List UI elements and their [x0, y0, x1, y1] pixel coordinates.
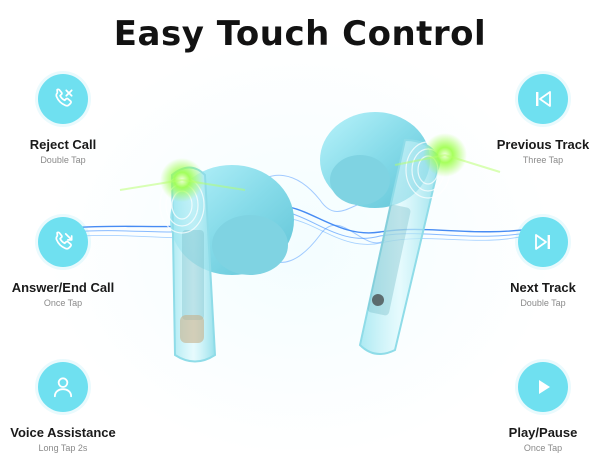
voice-assistance-label: Voice Assistance	[10, 425, 116, 440]
reject-call-label: Reject Call	[29, 137, 97, 152]
feature-reject-call: Reject Call Double Tap	[0, 74, 133, 165]
page-title: Easy Touch Control	[113, 14, 487, 54]
voice-assistance-gesture: Long Tap 2s	[38, 443, 88, 453]
feature-answer-end-call: Answer/End Call Once Tap	[0, 217, 133, 308]
phone-reject-icon	[38, 74, 88, 124]
user-icon	[38, 362, 88, 412]
feature-voice-assistance: Voice Assistance Long Tap 2s	[0, 362, 133, 453]
right-earbud	[320, 112, 501, 355]
play-pause-label: Play/Pause	[508, 425, 578, 440]
reject-call-gesture: Double Tap	[40, 155, 86, 165]
feature-next-track: Next Track Double Tap	[473, 217, 600, 308]
next-track-gesture: Double Tap	[520, 298, 566, 308]
phone-answer-icon	[38, 217, 88, 267]
next-track-label: Next Track	[510, 280, 576, 295]
play-icon	[518, 362, 568, 412]
next-track-icon	[518, 217, 568, 267]
left-earbud	[119, 158, 294, 363]
answer-end-call-gesture: Once Tap	[43, 298, 83, 308]
previous-track-gesture: Three Tap	[522, 155, 564, 165]
play-pause-gesture: Once Tap	[523, 443, 563, 453]
answer-end-call-label: Answer/End Call	[11, 280, 115, 295]
previous-track-icon	[518, 74, 568, 124]
feature-play-pause: Play/Pause Once Tap	[473, 362, 600, 453]
feature-previous-track: Previous Track Three Tap	[473, 74, 600, 165]
sound-waves	[69, 174, 541, 264]
previous-track-label: Previous Track	[496, 137, 590, 152]
